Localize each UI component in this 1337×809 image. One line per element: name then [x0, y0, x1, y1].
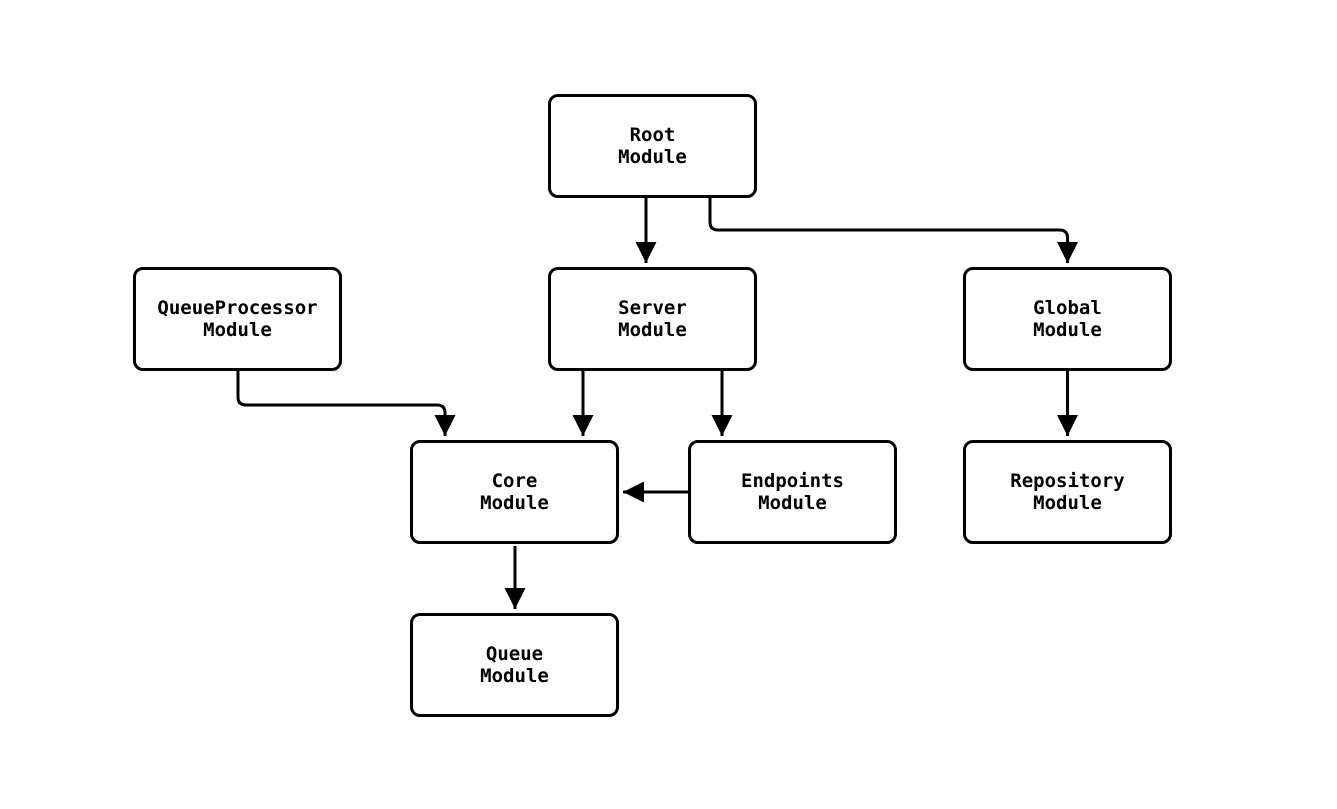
- node-label-line1: Core: [491, 470, 538, 492]
- node-label-line2: Module: [480, 665, 549, 687]
- node-label-line2: Module: [1033, 492, 1102, 514]
- node-label-line2: Module: [480, 492, 549, 514]
- node-server-module: Server Module: [548, 267, 757, 371]
- node-queueprocessor-module: QueueProcessor Module: [133, 267, 342, 371]
- node-root-module: Root Module: [548, 94, 757, 198]
- node-label-line1: Repository: [1010, 470, 1125, 492]
- node-label-line2: Module: [1033, 319, 1102, 341]
- edge-root-to-global: [708, 198, 1078, 263]
- node-label-line2: Module: [618, 146, 687, 168]
- node-label-line1: QueueProcessor: [157, 297, 318, 319]
- edge-queueprocessor-to-core: [236, 370, 456, 436]
- node-global-module: Global Module: [963, 267, 1172, 371]
- node-label-line1: Queue: [485, 643, 544, 665]
- node-label-line2: Module: [203, 319, 272, 341]
- node-core-module: Core Module: [410, 440, 619, 544]
- node-label-line1: Root: [629, 124, 676, 146]
- node-queue-module: Queue Module: [410, 613, 619, 717]
- node-label-line1: Endpoints: [741, 470, 844, 492]
- node-label-line1: Server: [618, 297, 687, 319]
- node-repository-module: Repository Module: [963, 440, 1172, 544]
- node-label-line1: Global: [1033, 297, 1102, 319]
- node-endpoints-module: Endpoints Module: [688, 440, 897, 544]
- node-label-line2: Module: [618, 319, 687, 341]
- node-label-line2: Module: [758, 492, 827, 514]
